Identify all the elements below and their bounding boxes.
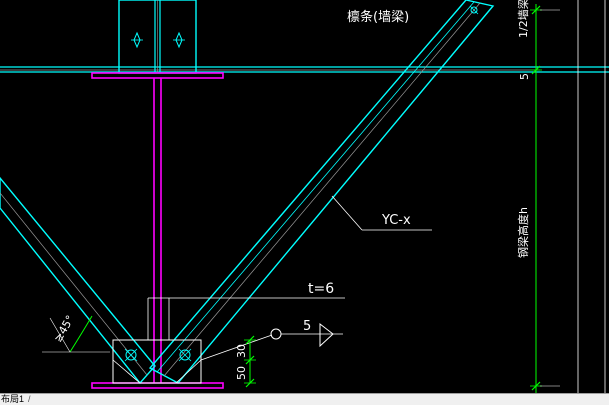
dim-30-label: 30 (235, 344, 248, 358)
bolt-icon (131, 31, 143, 49)
half-beam-height-label: 1/2墙梁 (516, 0, 530, 38)
brace-label: YC-x (381, 213, 411, 228)
dim-50-label: 50 (235, 366, 248, 380)
top-gap-label: 5 (518, 73, 531, 80)
brace-label-leader (331, 195, 432, 231)
angle-marker (42, 315, 110, 353)
plate-dimension-lines (244, 335, 256, 388)
weld-size-label: 5 (303, 319, 311, 334)
layout-tab[interactable]: 布局1 (1, 394, 25, 404)
height-dimension-lines (530, 4, 560, 393)
right-frame-lines (577, 0, 606, 393)
bolt-icon (124, 348, 138, 362)
purlin-label: 檩条(墙梁) (347, 9, 409, 25)
gusset-plate (112, 297, 345, 384)
weld-symbol (200, 322, 343, 361)
thickness-label: t=6 (308, 281, 334, 297)
layout-tab-bar: 布局1/ (0, 393, 609, 405)
purlin-beam-lines (0, 66, 609, 73)
bolt-icon (173, 31, 185, 49)
cad-drawing-canvas[interactable]: YC-x t=6 5 ≥45° 30 50 1/2墙梁 (0, 0, 609, 393)
column-height-label: 钢梁高度h (516, 207, 530, 258)
bolt-icon (469, 5, 479, 15)
bolt-icon (178, 348, 192, 362)
tab-separator: / (28, 394, 31, 404)
canvas-background (0, 0, 609, 393)
